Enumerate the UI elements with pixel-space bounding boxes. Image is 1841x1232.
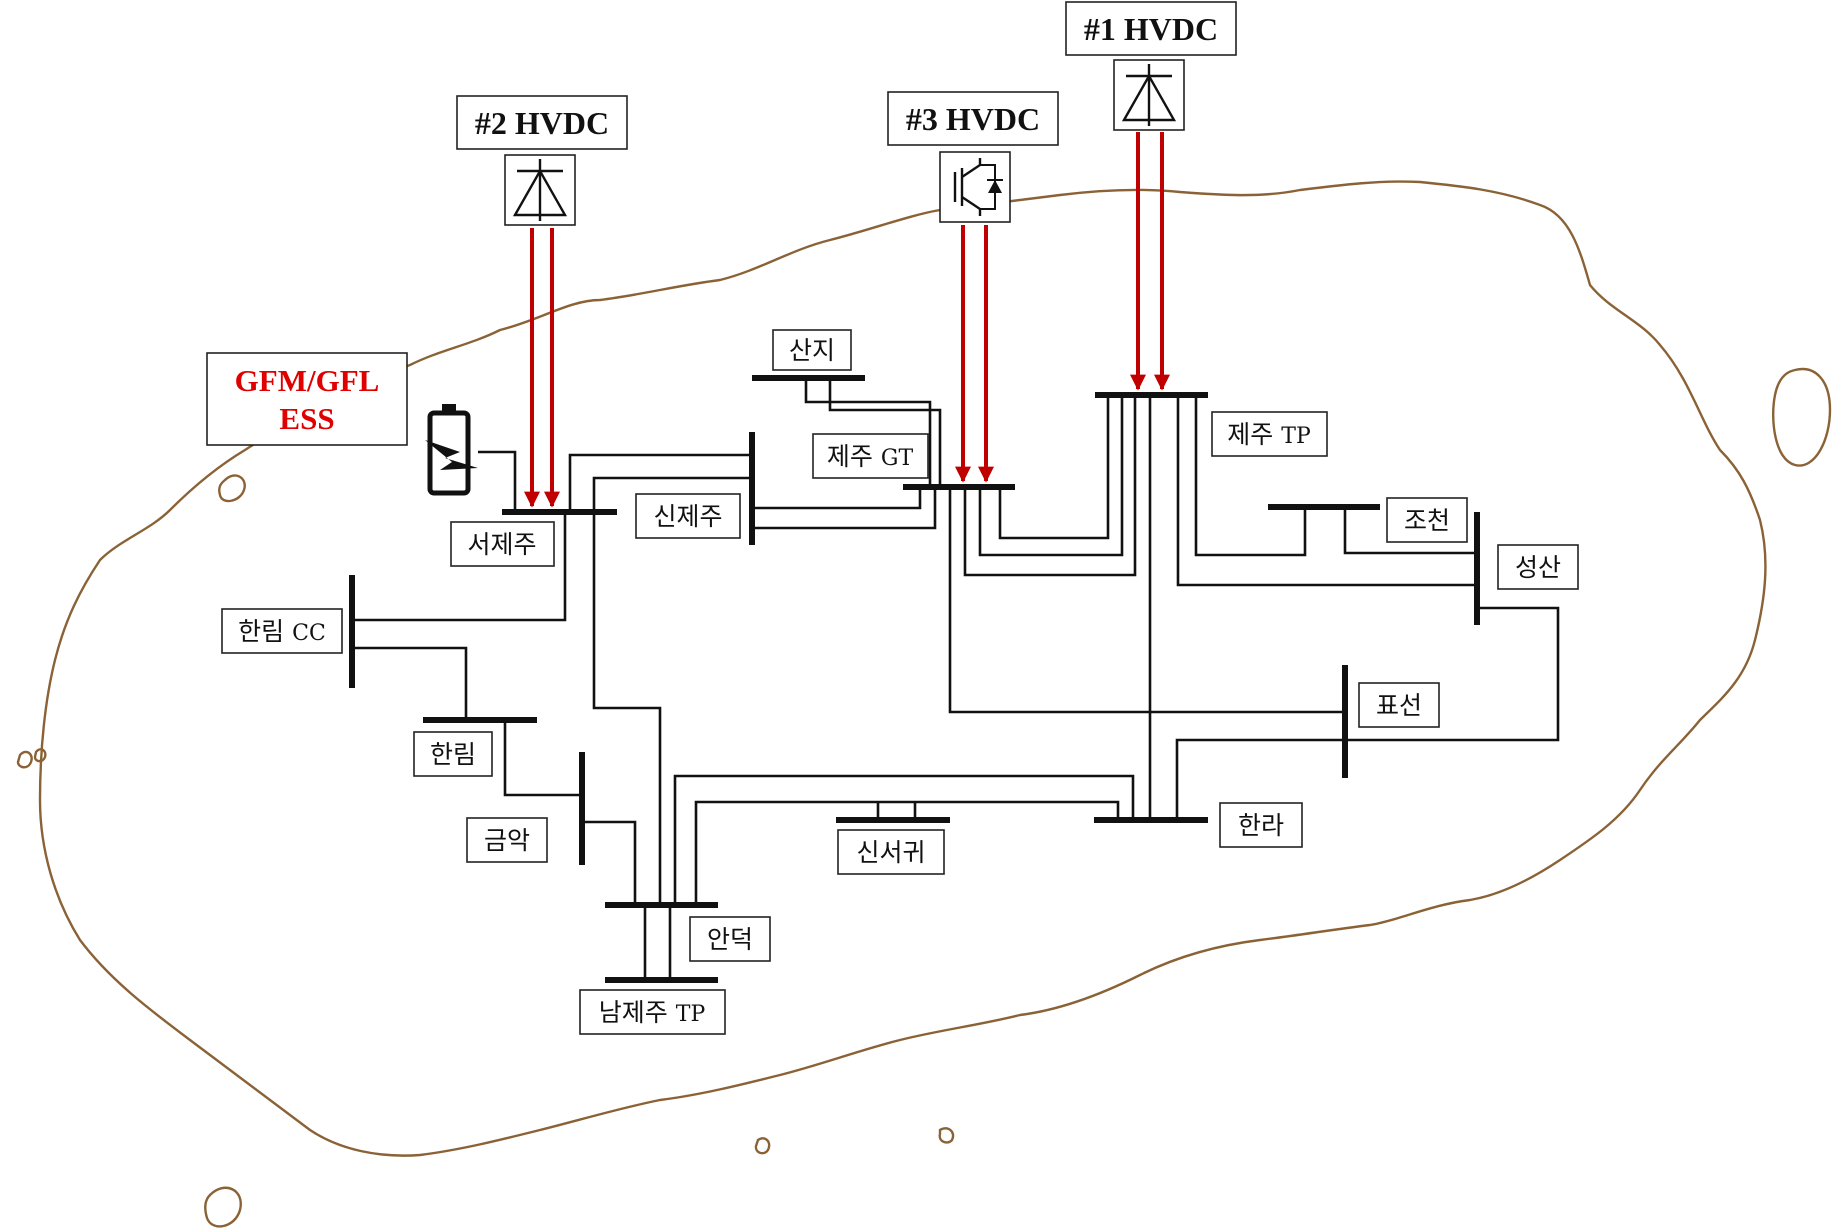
islet (218, 474, 246, 503)
islet (754, 1137, 771, 1155)
svg-text:표선: 표선 (1376, 691, 1422, 720)
marado-island (204, 1186, 242, 1228)
ess-label-line1: GFM/GFL (235, 363, 380, 398)
bus-label-seongsan: 성산 (1497, 544, 1579, 590)
svg-text:안덕: 안덕 (707, 925, 753, 954)
bus-label-pyoseon: 표선 (1358, 682, 1440, 728)
bus-label-sinjeju: 신제주 (635, 493, 741, 539)
hvdc-links (524, 132, 1170, 508)
bus-label-jocheon: 조천 (1386, 497, 1468, 543)
bus-label-sinseogwi: 신서귀 (837, 829, 945, 875)
hvdc-3-title-box: #3 HVDC (887, 91, 1059, 146)
svg-text:성산: 성산 (1515, 553, 1561, 582)
hvdc-2-title: #2 HVDC (475, 105, 609, 141)
islet (33, 748, 47, 763)
islet (938, 1127, 955, 1144)
bus-label-hallim: 한림 (413, 731, 493, 777)
diode-rectifier-icon (1113, 59, 1185, 131)
udo-island (1772, 367, 1832, 467)
svg-text:한라: 한라 (1238, 811, 1284, 840)
ess-label-line2: ESS (279, 401, 334, 436)
transmission-lines (352, 378, 1560, 980)
svg-text:한림: 한림 (430, 740, 476, 769)
svg-text:서제주: 서제주 (467, 530, 536, 559)
hvdc-2-title-box: #2 HVDC (456, 95, 628, 150)
hvdc-3-title: #3 HVDC (906, 101, 1040, 137)
svg-text:신서귀: 신서귀 (856, 838, 925, 867)
islet (16, 750, 33, 769)
bus-label-andeok: 안덕 (689, 916, 771, 962)
diode-rectifier-icon (504, 154, 576, 226)
ess-label-box: GFM/GFL ESS (206, 352, 408, 446)
svg-text:금악: 금악 (484, 826, 530, 855)
buses (349, 375, 1480, 983)
bus-label-geumak: 금악 (466, 817, 548, 863)
jeju-island-coastline (38, 180, 1767, 1157)
bus-label-seojeju: 서제주 (450, 521, 555, 567)
svg-text:조천: 조천 (1404, 506, 1450, 535)
hvdc-1-title-box: #1 HVDC (1065, 1, 1237, 56)
svg-text:산지: 산지 (789, 336, 835, 365)
hvdc-1-title: #1 HVDC (1084, 11, 1218, 47)
svg-text:신제주: 신제주 (653, 502, 722, 531)
battery-charging-icon (425, 404, 478, 496)
bus-label-halla: 한라 (1219, 802, 1303, 848)
bus-label-sanji: 산지 (772, 329, 852, 371)
igbt-converter-icon (939, 151, 1011, 223)
